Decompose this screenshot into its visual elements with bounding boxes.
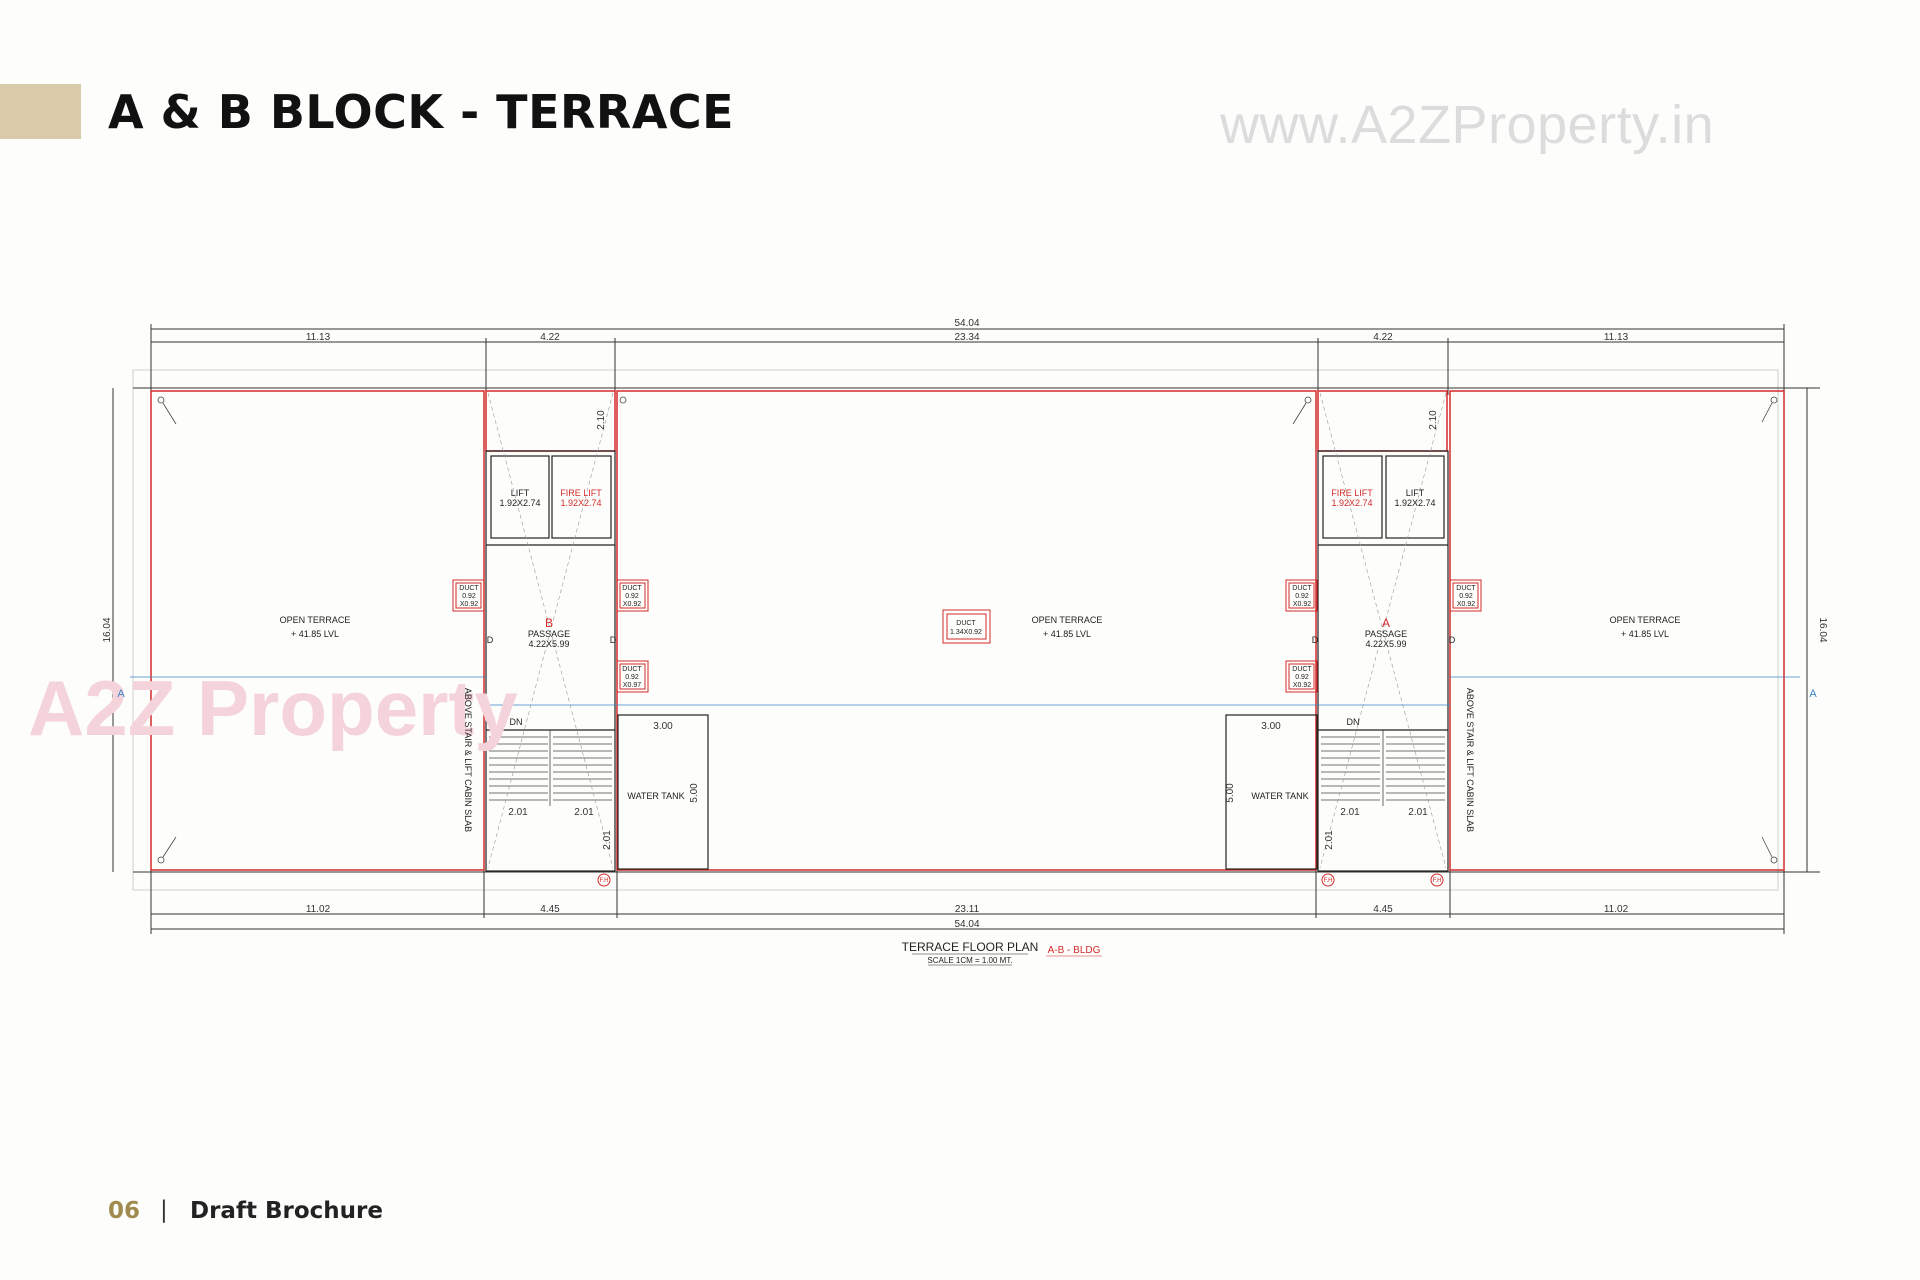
open-terrace-left-label: OPEN TERRACE — [280, 615, 351, 625]
section-marker-right: A — [1809, 688, 1817, 700]
dim-tank-height-a: 5.00 — [1225, 783, 1236, 803]
watermark-url: www.A2ZProperty.in — [1220, 95, 1715, 155]
dim-bottom-2: 4.45 — [540, 904, 560, 915]
fh-1: F.H — [600, 878, 609, 884]
dim-top-1: 11.13 — [306, 332, 331, 343]
dim-stair-b1: 2.01 — [508, 807, 528, 818]
duct-6-a: 0.92 — [1459, 593, 1473, 600]
dim-top-5: 11.13 — [1604, 332, 1629, 343]
duct-2-a: 0.92 — [625, 593, 639, 600]
footer-separator: | — [160, 1197, 168, 1223]
fire-lift-b-label: FIRE LIFT — [560, 488, 602, 498]
passage-b-size: 4.22X5.99 — [528, 639, 569, 649]
lift-b-size: 1.92X2.74 — [499, 498, 540, 508]
duct-5-label: DUCT — [1292, 666, 1312, 673]
header-accent-bar — [0, 84, 81, 139]
plan-caption: TERRACE FLOOR PLAN — [902, 940, 1039, 954]
dim-bottom-4: 4.45 — [1373, 904, 1393, 915]
dim-height-left: 16.04 — [102, 617, 113, 642]
fire-lift-a-size: 1.92X2.74 — [1331, 498, 1372, 508]
dim-core-a: 2.10 — [1428, 410, 1439, 430]
water-tank-b-label: WATER TANK — [627, 791, 684, 801]
door-b-left: D — [487, 635, 494, 645]
duct-2-b: X0.92 — [623, 601, 641, 608]
door-b-right: D — [610, 635, 617, 645]
page-title: A & B BLOCK - TERRACE — [108, 85, 735, 139]
fh-3: F.H — [1433, 878, 1442, 884]
dim-stair-vert-b: 2.01 — [602, 830, 613, 850]
duct-center-size: 1.34X0.92 — [950, 629, 982, 636]
logo-watermark: A2Z Property — [28, 664, 518, 752]
dn-b-label: DN — [510, 717, 523, 727]
dim-bottom-5: 11.02 — [1604, 904, 1629, 915]
dim-stair-a1: 2.01 — [1340, 807, 1360, 818]
dim-top-2: 4.22 — [540, 332, 560, 343]
block-b-marker: B — [545, 616, 553, 630]
building-ref: A-B - BLDG — [1048, 945, 1101, 956]
dim-bottom-3: 23.11 — [955, 904, 980, 915]
dim-core-b: 2.10 — [596, 410, 607, 430]
duct-4-b: X0.92 — [1293, 601, 1311, 608]
passage-a-size: 4.22X5.99 — [1365, 639, 1406, 649]
duct-4-label: DUCT — [1292, 585, 1312, 592]
plan-scale: SCALE 1CM = 1.00 MT. — [927, 956, 1012, 965]
block-a-marker: A — [1382, 616, 1390, 630]
dim-stair-vert-a: 2.01 — [1324, 830, 1335, 850]
duct-6-b: X0.92 — [1457, 601, 1475, 608]
lift-b-label: LIFT — [511, 488, 530, 498]
open-terrace-left-level: + 41.85 LVL — [291, 629, 339, 639]
duct-6-label: DUCT — [1456, 585, 1476, 592]
lift-a-size: 1.92X2.74 — [1394, 498, 1435, 508]
duct-4-a: 0.92 — [1295, 593, 1309, 600]
dim-bottom-1: 11.02 — [306, 904, 331, 915]
dim-stair-a2: 2.01 — [1408, 807, 1428, 818]
dim-top-3: 23.34 — [954, 332, 979, 343]
footer-label: Draft Brochure — [190, 1198, 383, 1224]
fire-lift-a-label: FIRE LIFT — [1331, 488, 1373, 498]
duct-1-b: X0.92 — [460, 601, 478, 608]
section-marker-left: A — [117, 688, 125, 700]
dim-total-top: 54.04 — [954, 318, 979, 329]
slab-note-a: ABOVE STAIR & LIFT CABIN SLAB — [1465, 688, 1475, 832]
duct-3-a: 0.92 — [625, 674, 639, 681]
open-terrace-center-label: OPEN TERRACE — [1032, 615, 1103, 625]
passage-a-label: PASSAGE — [1365, 629, 1407, 639]
open-terrace-right-label: OPEN TERRACE — [1610, 615, 1681, 625]
fire-lift-b-size: 1.92X2.74 — [560, 498, 601, 508]
duct-5-a: 0.92 — [1295, 674, 1309, 681]
dim-total-bottom: 54.04 — [954, 919, 979, 930]
door-a-left: D — [1312, 635, 1319, 645]
open-terrace-right-level: + 41.85 LVL — [1621, 629, 1669, 639]
dim-tank-width-a: 3.00 — [1261, 721, 1281, 732]
dn-a-label: DN — [1347, 717, 1360, 727]
lift-a-label: LIFT — [1406, 488, 1425, 498]
dim-tank-width-b: 3.00 — [653, 721, 673, 732]
dim-top-4: 4.22 — [1373, 332, 1393, 343]
duct-1-a: 0.92 — [462, 593, 476, 600]
duct-center-label: DUCT — [956, 620, 976, 627]
duct-3-label: DUCT — [622, 666, 642, 673]
duct-2-label: DUCT — [622, 585, 642, 592]
dim-tank-height-b: 5.00 — [689, 783, 700, 803]
duct-3-b: X0.97 — [623, 682, 641, 689]
passage-b-label: PASSAGE — [528, 629, 570, 639]
dim-height-right: 16.04 — [1817, 617, 1828, 642]
slab-note-b: ABOVE STAIR & LIFT CABIN SLAB — [463, 688, 473, 832]
page-number: 06 — [108, 1198, 141, 1224]
door-a-right: D — [1449, 635, 1456, 645]
dim-stair-b2: 2.01 — [574, 807, 594, 818]
fh-2: F.H — [1324, 878, 1333, 884]
duct-1-label: DUCT — [459, 585, 479, 592]
water-tank-a-label: WATER TANK — [1251, 791, 1308, 801]
open-terrace-center-level: + 41.85 LVL — [1043, 629, 1091, 639]
duct-5-b: X0.92 — [1293, 682, 1311, 689]
